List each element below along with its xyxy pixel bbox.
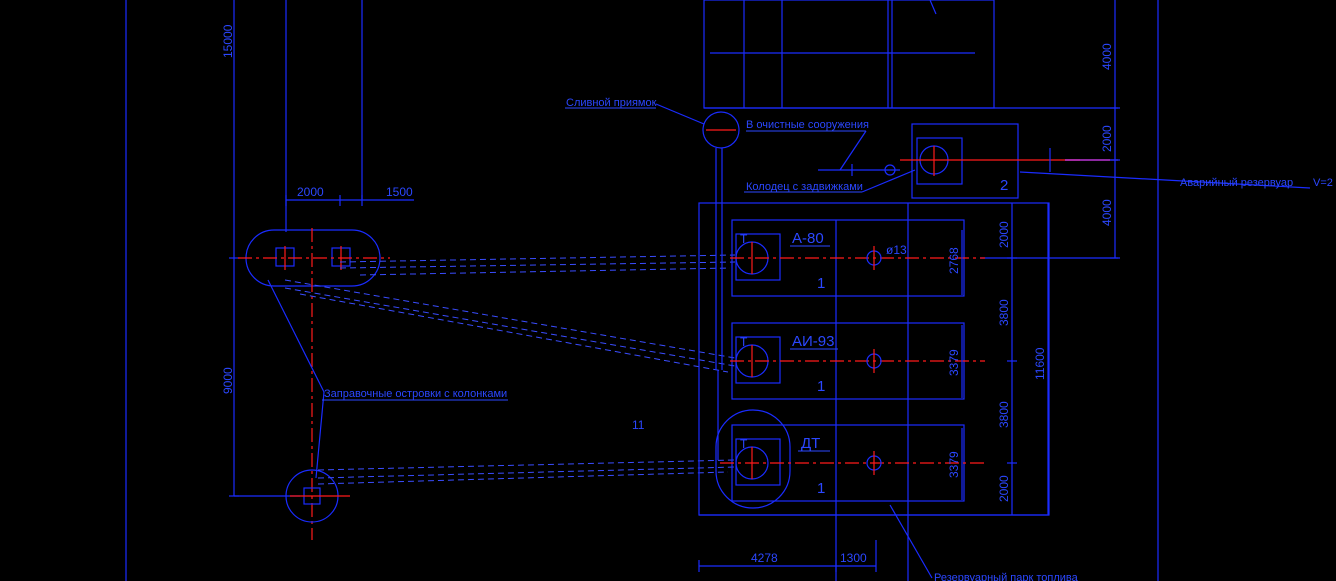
tank-a80 [730,219,985,297]
fuel-island-top [238,228,390,540]
dim-park-h1: 4278 [751,551,778,565]
building-block [703,0,1118,109]
tank-1-t: T [740,232,748,246]
dim-right-3: 4000 [1100,199,1114,226]
dim-left-top: 15000 [221,24,235,58]
left-dimension-lines [229,0,363,497]
tank-2-side-dim: 3379 [947,349,961,376]
dim-park-4: 2000 [997,475,1011,502]
valve-well-leader [744,169,916,193]
tank-park [698,202,1050,581]
treatment-line [746,130,900,176]
area-number: 11 [632,418,645,432]
dim-park-h2: 1300 [840,551,867,565]
tank-2-number: 1 [817,378,825,395]
dim-park-total: 11600 [1033,347,1047,380]
park-vertical-dimensions [961,203,1049,515]
tank-3-t: T [740,437,748,451]
frame-lines [125,0,1159,581]
dim-park-2: 3800 [997,299,1011,326]
dim-right-2: 2000 [1100,125,1114,152]
tank-1-side-dim: 2768 [947,247,961,274]
tank-1-number: 1 [817,275,825,292]
pipe-diameter: ø13 [886,243,907,257]
island-dimension [285,195,414,206]
label-emergency-tank: Аварийный резервуар [1180,177,1293,189]
tank-2-t: T [740,335,748,349]
label-reserve-park: Резервуарный парк топлива [934,572,1079,581]
dim-park-3: 3800 [997,401,1011,428]
right-dimensions [980,0,1120,259]
fuel-island-bottom [285,469,350,523]
emergency-number: 2 [1000,177,1008,194]
tank-2-grade: АИ-93 [792,333,834,350]
emergency-tank [900,123,1311,199]
label-emergency-volume: V=2 [1313,177,1333,189]
reserve-park-leader [889,504,933,579]
drain-pit [565,103,740,460]
islands-leader [267,279,508,479]
dim-island-1: 2000 [297,185,324,199]
tank-3-side-dim: 3379 [947,451,961,478]
label-valve-well: Колодец с задвижками [746,181,863,193]
tank-1-grade: А-80 [792,230,824,247]
park-horizontal-dimensions [698,540,877,572]
pipelines [284,254,736,485]
dim-park-1: 2000 [997,221,1011,248]
tank-dt [715,409,985,509]
dim-right-1: 4000 [1100,43,1114,70]
label-drain-pit: Сливной приямок [566,97,657,109]
dim-island-2: 1500 [386,185,413,199]
tank-ai93 [730,322,985,400]
tank-3-grade: ДТ [801,435,820,452]
tank-3-number: 1 [817,480,825,497]
label-to-treatment: В очистные сооружения [746,119,869,131]
label-fuel-islands: Заправочные островки с колонками [324,388,507,400]
dim-left-mid: 9000 [221,367,235,394]
